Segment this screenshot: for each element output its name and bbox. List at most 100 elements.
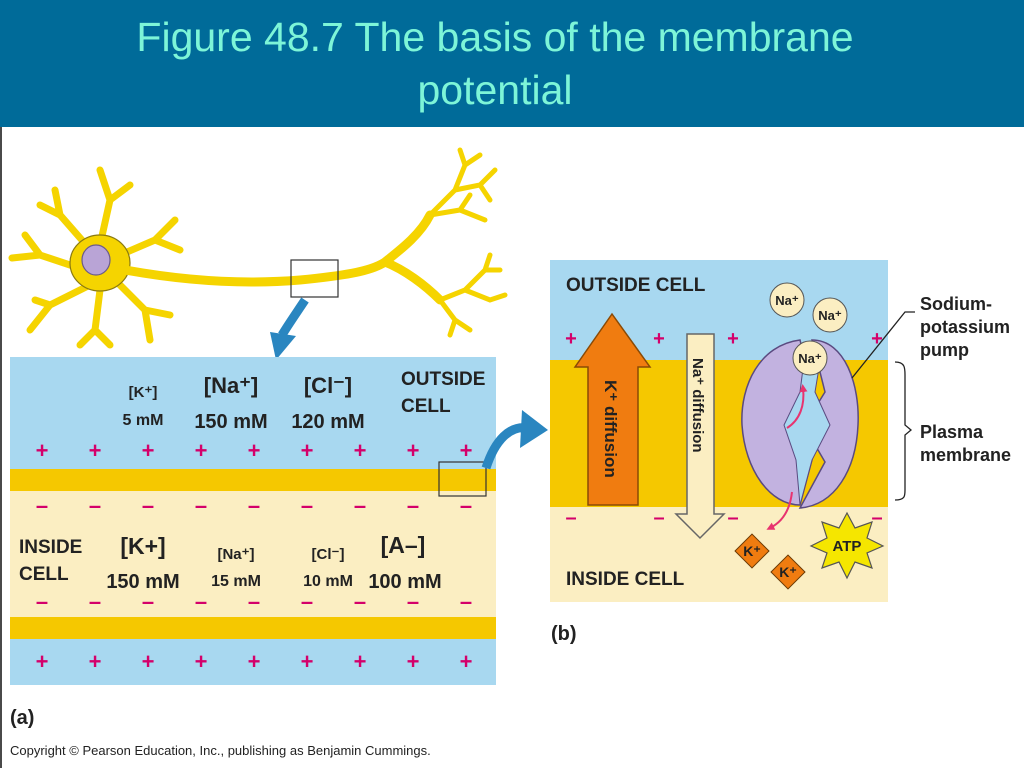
title-bar: Figure 48.7 The basis of the membrane po…: [0, 0, 1024, 127]
plus-sign: +: [89, 438, 102, 463]
inside-na-conc: 15 mM: [211, 573, 261, 590]
a-charge-row-top-minus: – – – – – – – – –: [36, 493, 472, 518]
plus-sign: +: [460, 649, 473, 674]
plus-sign: +: [36, 438, 49, 463]
copyright-text: Copyright © Pearson Education, Inc., pub…: [10, 743, 431, 758]
minus-sign: –: [301, 493, 313, 518]
membrane-bracket: [894, 361, 913, 501]
k-ions: K⁺ K⁺: [734, 533, 806, 590]
pump-label-line3: pump: [920, 340, 969, 360]
minus-sign: –: [407, 493, 419, 518]
zoom-arrow-b-head: [520, 410, 548, 448]
outside-k-label: [K⁺]: [129, 384, 158, 401]
a-outside-fluid: [10, 357, 496, 469]
outside-cl-conc: 120 mM: [291, 411, 364, 433]
plus-sign: +: [565, 328, 577, 350]
a-outside-fluid-bottom: [10, 639, 496, 685]
a-charge-row-top-plus: + + + + + + + + +: [36, 438, 473, 463]
plus-sign: +: [871, 328, 883, 350]
na-diffusion-arrow: [674, 333, 726, 540]
minus-sign: –: [653, 507, 664, 529]
left-border: [0, 127, 2, 768]
plus-sign: +: [354, 438, 367, 463]
plus-sign: +: [142, 649, 155, 674]
na-ions: Na⁺ Na⁺ Na⁺: [769, 282, 848, 376]
panel-b: + + + + – – – – OUTSIDE CELL INSIDE CELL…: [550, 260, 1011, 645]
minus-sign: –: [301, 589, 313, 614]
inside-k-label: [K+]: [120, 533, 165, 559]
inside-region-line1: INSIDE: [19, 537, 82, 558]
outside-na-label: [Na⁺]: [204, 373, 258, 398]
pump-label-line1: Sodium-: [920, 294, 992, 314]
minus-sign: –: [142, 589, 154, 614]
outside-na-conc: 150 mM: [194, 411, 267, 433]
plus-sign: +: [89, 649, 102, 674]
outside-cl-label: [Cl⁻]: [304, 373, 352, 398]
minus-sign: –: [407, 589, 419, 614]
na-ion-label: Na⁺: [818, 308, 842, 323]
plus-sign: +: [195, 649, 208, 674]
slide-title-line1: Figure 48.7 The basis of the membrane: [136, 14, 854, 60]
plus-sign: +: [248, 438, 261, 463]
k-diffusion-arrow: [573, 312, 652, 506]
atp-burst: [809, 511, 885, 580]
membrane-label-line2: membrane: [920, 445, 1011, 465]
plus-sign: +: [727, 328, 739, 350]
minus-sign: –: [89, 589, 101, 614]
neuron-axon: [120, 210, 445, 305]
a-charge-row-bottom-minus: – – – – – – – – –: [36, 589, 472, 614]
slide-title-line2: potential: [417, 67, 573, 113]
inside-cl-label: [Cl⁻]: [312, 546, 345, 563]
minus-sign: –: [460, 493, 472, 518]
zoom-arrow-a-head: [270, 332, 296, 360]
outside-region-line2: CELL: [401, 396, 451, 417]
pump-protein-left: [741, 339, 813, 506]
minus-sign: –: [89, 493, 101, 518]
inside-na-label: [Na⁺]: [217, 546, 254, 563]
minus-sign: –: [36, 493, 48, 518]
membrane-label-line1: Plasma: [920, 422, 984, 442]
a-zoom-box: [438, 461, 487, 497]
plus-sign: +: [301, 649, 314, 674]
plus-sign: +: [653, 328, 665, 350]
a-membrane-top: [10, 469, 496, 491]
k-ion-label: K⁺: [743, 543, 761, 559]
plus-sign: +: [301, 438, 314, 463]
minus-sign: –: [727, 507, 738, 529]
plus-sign: +: [195, 438, 208, 463]
plus-sign: +: [354, 649, 367, 674]
minus-sign: –: [354, 493, 366, 518]
panel-b-label: (b): [551, 623, 577, 645]
plus-sign: +: [36, 649, 49, 674]
minus-sign: –: [460, 589, 472, 614]
b-inside-label: INSIDE CELL: [566, 569, 685, 590]
b-outside-label: OUTSIDE CELL: [566, 275, 706, 296]
inside-k-conc: 150 mM: [106, 571, 179, 593]
minus-sign: –: [195, 493, 207, 518]
outside-k-conc: 5 mM: [123, 412, 164, 429]
pump-k-arrow: [766, 491, 793, 530]
inside-cl-conc: 10 mM: [303, 573, 353, 590]
neuron-illustration: [8, 147, 508, 349]
minus-sign: –: [195, 589, 207, 614]
plus-sign: +: [407, 649, 420, 674]
minus-sign: –: [142, 493, 154, 518]
minus-sign: –: [36, 589, 48, 614]
k-diffusion-label: K⁺ diffusion: [601, 380, 620, 478]
pump-label-line2: potassium: [920, 317, 1010, 337]
panel-a: + + + + + + + + + – – – – – – – – – – – …: [10, 357, 496, 729]
a-charge-row-bottom-plus: + + + + + + + + +: [36, 649, 473, 674]
axon-zoom-box: [290, 259, 339, 298]
plus-sign: +: [142, 438, 155, 463]
inside-a-label: [A–]: [381, 532, 426, 558]
zoom-arrow-a: [278, 297, 309, 338]
membrane-potential-figure: + + + + + + + + + – – – – – – – – – – – …: [8, 147, 1011, 758]
minus-sign: –: [871, 507, 882, 529]
inside-a-conc: 100 mM: [368, 571, 441, 593]
atp-label: ATP: [833, 538, 862, 555]
plus-sign: +: [460, 438, 473, 463]
minus-sign: –: [248, 493, 260, 518]
outside-region-line1: OUTSIDE: [401, 369, 485, 390]
minus-sign: –: [248, 589, 260, 614]
pump-na-arrow: [786, 384, 808, 429]
